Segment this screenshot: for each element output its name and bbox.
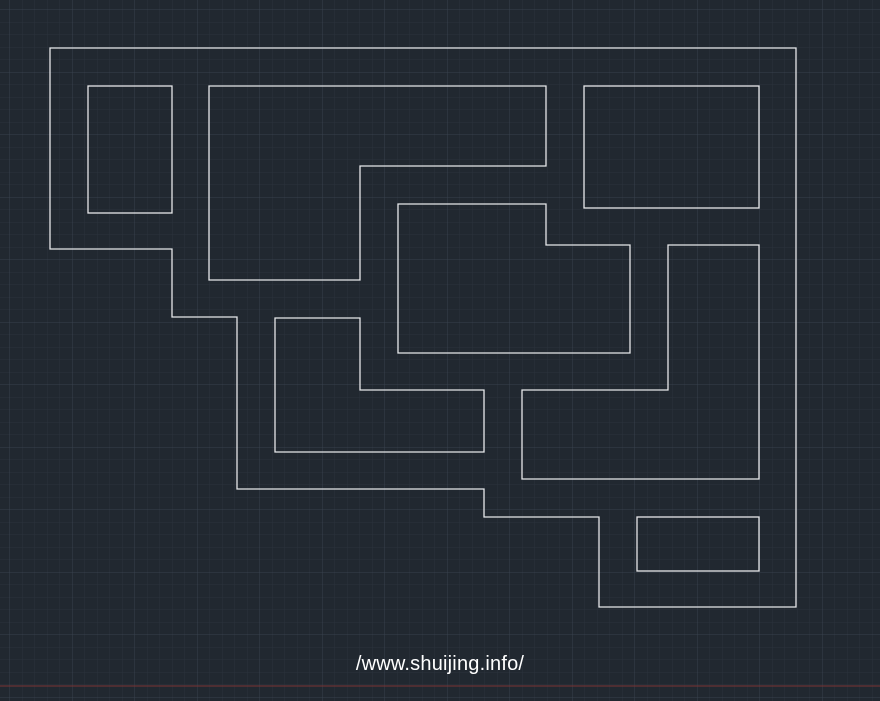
floor-plan-outlines <box>49 47 797 608</box>
room-bottom-right[interactable] <box>636 516 760 572</box>
outer-boundary[interactable] <box>49 47 797 608</box>
room-mid-left[interactable] <box>274 317 485 453</box>
room-top-center[interactable] <box>208 85 547 281</box>
room-top-left[interactable] <box>87 85 173 214</box>
room-top-right[interactable] <box>583 85 760 209</box>
room-center[interactable] <box>397 203 631 354</box>
watermark-text: /www.shuijing.info/ <box>355 653 525 675</box>
room-right[interactable] <box>521 244 760 480</box>
